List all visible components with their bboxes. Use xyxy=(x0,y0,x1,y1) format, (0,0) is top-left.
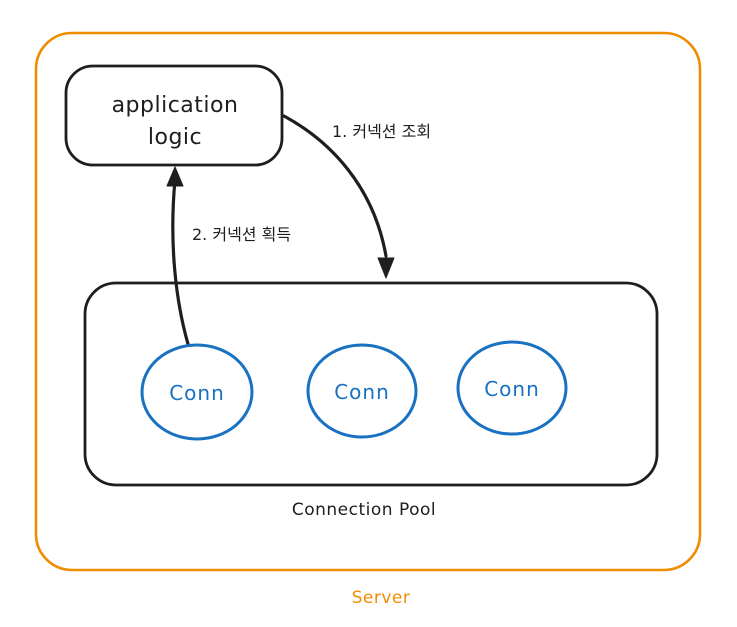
arrow-connection-acquire xyxy=(171,178,190,346)
server-caption: Server xyxy=(352,588,411,608)
conn-ellipse-1 xyxy=(140,343,254,441)
arrowhead-down-icon xyxy=(377,257,395,279)
connection-pool-caption: Connection Pool xyxy=(292,500,436,520)
application-logic-label-line1: application xyxy=(112,93,239,118)
conn-label-3: Conn xyxy=(484,377,540,401)
arrowhead-up-icon xyxy=(166,166,184,187)
arrow-connection-acquire-label: 2. 커넥션 획득 xyxy=(192,225,291,244)
arrow-connection-lookup-label: 1. 커넥션 조회 xyxy=(332,122,431,141)
connection-pool-box xyxy=(83,281,659,487)
application-logic-box xyxy=(64,64,284,167)
conn-label-1: Conn xyxy=(169,381,225,405)
conn-ellipse-3 xyxy=(456,340,568,436)
application-logic-label-line2: logic xyxy=(148,125,202,150)
server-box xyxy=(34,31,702,572)
conn-label-2: Conn xyxy=(334,380,390,404)
conn-ellipse-2 xyxy=(306,343,418,439)
arrow-connection-lookup xyxy=(282,114,388,258)
